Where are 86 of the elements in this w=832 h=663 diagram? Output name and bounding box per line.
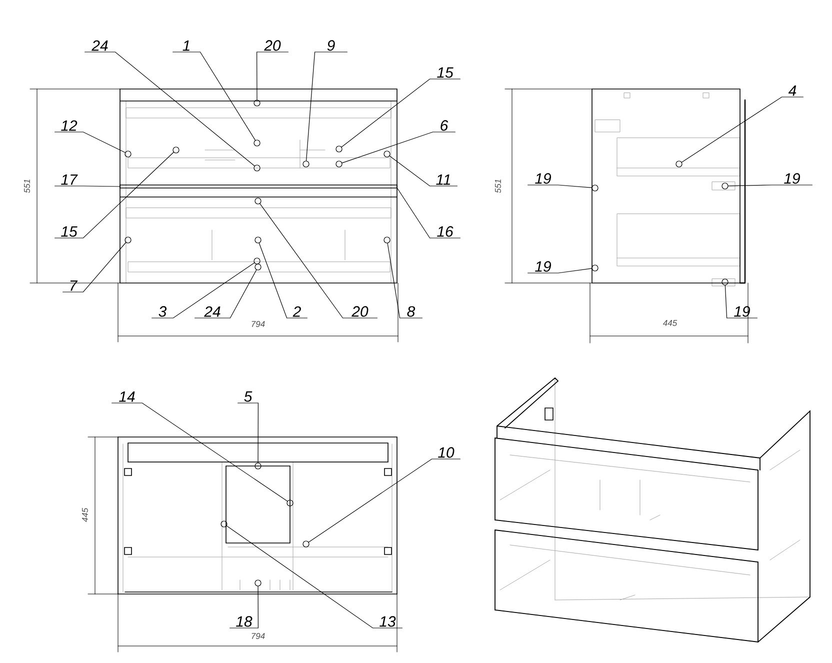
leader-line <box>528 184 592 188</box>
hole-marker <box>722 278 728 286</box>
callout-number: 24 <box>92 40 108 51</box>
callout-number: 8 <box>407 306 416 317</box>
leader-line <box>387 242 422 318</box>
dimension-label: 445 <box>82 508 88 522</box>
callout-number: 19 <box>535 261 552 272</box>
hole-marker <box>254 100 260 106</box>
leader-line <box>230 586 258 628</box>
callout-number: 6 <box>440 120 448 131</box>
hole-marker <box>302 160 310 168</box>
leader-line <box>528 268 592 274</box>
leader-line <box>256 52 288 100</box>
callout-number: 12 <box>61 120 78 131</box>
callout-number: 3 <box>158 306 167 317</box>
dimension-label: 445 <box>662 320 678 326</box>
callout-number: 19 <box>734 306 750 317</box>
dimension-label: 794 <box>252 633 265 639</box>
callout-number: 10 <box>438 447 454 458</box>
hole-marker <box>254 580 262 586</box>
hole-marker <box>254 236 262 244</box>
leader-line <box>389 156 458 186</box>
leader-line <box>306 52 348 161</box>
hole-marker <box>254 264 262 270</box>
leader-line <box>226 526 402 628</box>
callout-number: 15 <box>437 67 454 78</box>
leader-line <box>681 96 804 162</box>
callout-number: 19 <box>784 173 800 184</box>
dimension-label: 551 <box>495 180 501 193</box>
leader-line <box>724 285 758 318</box>
callout-number: 20 <box>264 40 281 51</box>
callout-number: 2 <box>292 306 301 317</box>
hole-marker <box>336 160 342 168</box>
leader-line <box>172 52 256 140</box>
hole-marker <box>254 198 262 204</box>
callout-number: 15 <box>61 226 78 237</box>
leader-line <box>238 402 258 463</box>
leader-line <box>728 184 812 186</box>
callout-number: 16 <box>437 226 454 237</box>
hole-marker <box>254 462 262 470</box>
callout-number: 20 <box>352 306 368 317</box>
callout-number: 17 <box>61 174 78 185</box>
leader-line <box>54 132 126 153</box>
callout-number: 9 <box>327 40 335 51</box>
callout-number: 19 <box>535 173 552 184</box>
hole-marker <box>592 184 598 192</box>
callout-number: 5 <box>244 391 252 402</box>
leader-line <box>342 132 456 164</box>
divider-rail <box>120 184 398 188</box>
callout-number: 11 <box>436 174 450 185</box>
hole-marker <box>172 146 180 154</box>
callout-number: 4 <box>788 85 796 96</box>
callout-number: 24 <box>204 306 220 317</box>
leader-line <box>260 203 378 318</box>
dimension-label: 551 <box>24 180 30 193</box>
callout-number: 18 <box>236 616 252 627</box>
hole-marker <box>220 520 228 528</box>
hole-marker <box>124 150 132 158</box>
hole-marker <box>302 540 310 548</box>
hole-marker <box>336 146 342 152</box>
hole-marker <box>592 264 598 272</box>
hole-marker <box>124 236 132 244</box>
callout-number: 7 <box>70 280 78 291</box>
leader-line <box>194 270 257 318</box>
leader-line <box>397 188 460 238</box>
dimension-label: 794 <box>252 321 265 327</box>
leader-line <box>152 262 255 318</box>
hole-marker <box>286 500 294 506</box>
hole-marker <box>254 164 260 172</box>
hole-marker <box>722 182 728 190</box>
leader-line <box>112 402 288 502</box>
leader-line <box>258 242 308 318</box>
leader-line <box>54 186 120 187</box>
leader-line <box>341 78 460 148</box>
callout-number: 13 <box>380 616 396 627</box>
hole-marker <box>676 160 682 168</box>
callout-number: 14 <box>119 391 135 402</box>
hole-marker <box>384 236 390 244</box>
leader-line <box>308 458 460 542</box>
leader-line <box>54 152 174 238</box>
leader-line <box>62 242 126 292</box>
hole-marker <box>254 258 260 264</box>
callout-number: 1 <box>182 40 190 51</box>
hole-marker <box>384 150 390 158</box>
leader-line <box>84 52 255 166</box>
hole-marker <box>254 140 260 146</box>
